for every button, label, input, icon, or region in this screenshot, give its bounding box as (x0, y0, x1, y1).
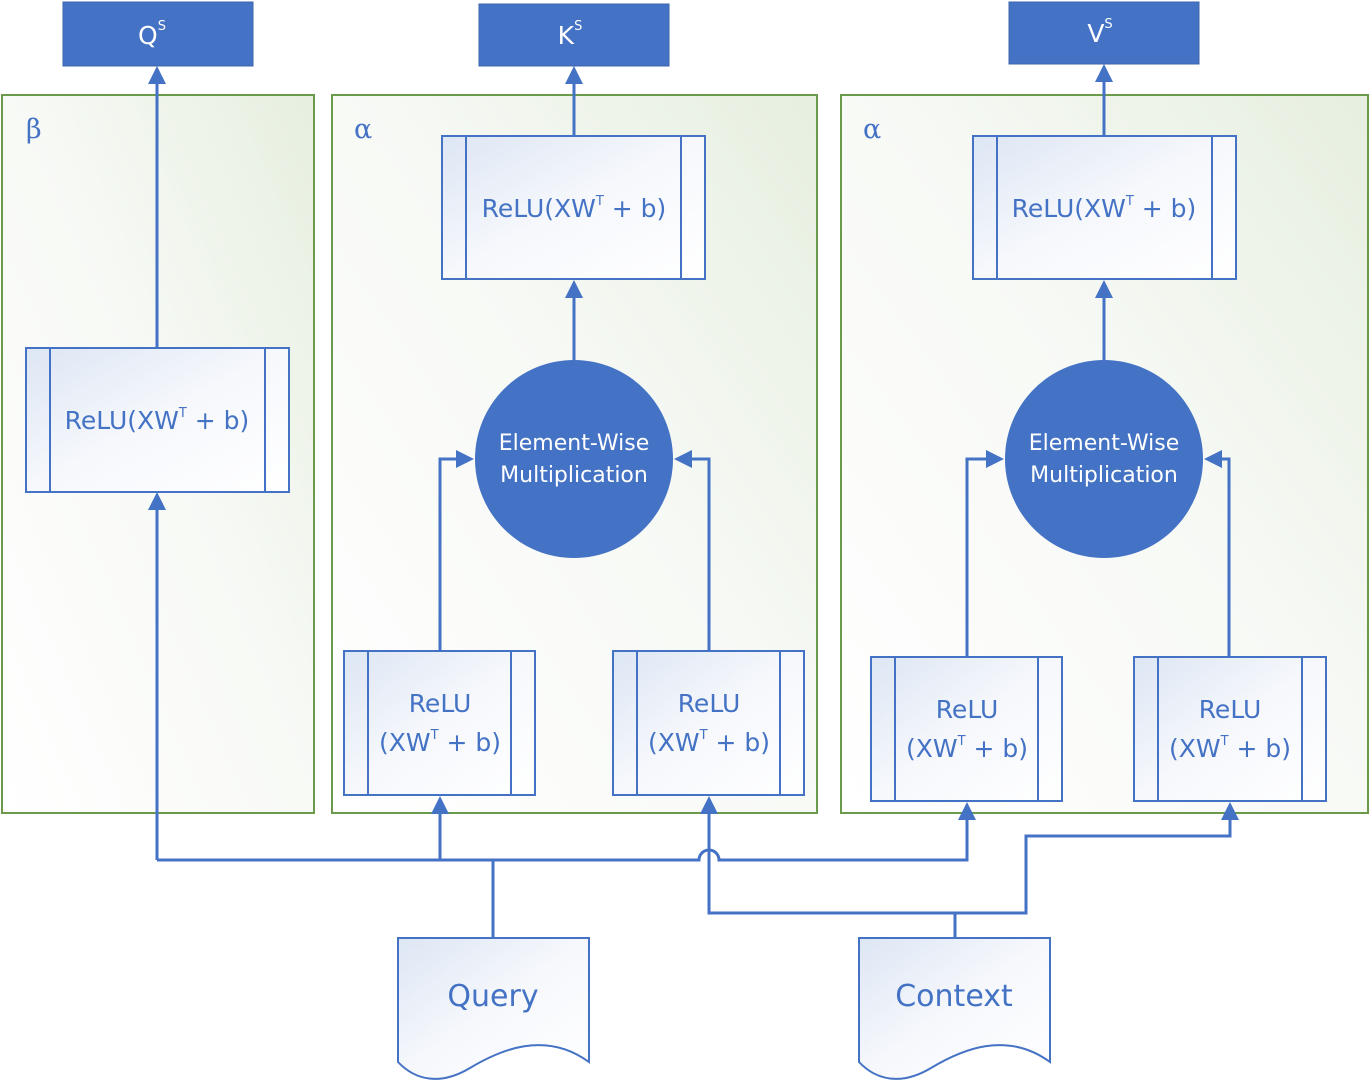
relu-block-k-query: ReLU (XWT + b) (343, 650, 536, 796)
panel-beta-symbol: β (26, 114, 42, 145)
output-q-label: QS (138, 19, 166, 50)
relu-block-q: ReLU(XWT + b) (25, 347, 290, 493)
input-context-label: Context (895, 979, 1013, 1014)
panel-alpha-middle-symbol: α (354, 114, 372, 145)
output-q-box: QS (62, 1, 254, 67)
multiply-node-v: Element-Wise Multiplication (1005, 360, 1203, 558)
relu-block-v-query: ReLU (XWT + b) (870, 656, 1063, 802)
input-query-label: Query (447, 979, 538, 1014)
relu-block-k: ReLU(XWT + b) (441, 135, 706, 280)
relu-block-v-context: ReLU (XWT + b) (1133, 656, 1327, 802)
arrow-heads (148, 64, 1239, 820)
multiply-node-k-line1: Element-Wise (499, 431, 650, 456)
relu-block-k-context-line1: ReLU (678, 689, 741, 718)
relu-block-v: ReLU(XWT + b) (972, 135, 1237, 280)
relu-block-v-query-line2: (XWT + b) (906, 734, 1028, 763)
relu-block-k-context-line2: (XWT + b) (648, 728, 770, 757)
input-query-document: Query (397, 937, 590, 1080)
multiply-node-v-line1: Element-Wise (1029, 431, 1180, 456)
output-k-box: KS (478, 3, 670, 67)
multiply-node-v-line2: Multiplication (1030, 463, 1178, 488)
panel-alpha-right-symbol: α (863, 114, 881, 145)
multiply-node-k: Element-Wise Multiplication (475, 360, 673, 558)
connectors (155, 80, 1232, 938)
relu-block-k-query-line1: ReLU (409, 689, 472, 718)
output-v-box: VS (1008, 1, 1200, 65)
relu-block-q-label: ReLU(XWT + b) (65, 406, 250, 435)
relu-block-v-context-line2: (XWT + b) (1169, 734, 1291, 763)
output-v-label: VS (1087, 17, 1112, 48)
input-context-document: Context (858, 937, 1051, 1080)
relu-block-k-context: ReLU (XWT + b) (612, 650, 805, 796)
output-k-label: KS (558, 19, 583, 50)
relu-block-v-query-line1: ReLU (936, 695, 999, 724)
relu-block-k-query-line2: (XWT + b) (379, 728, 501, 757)
multiply-node-k-line2: Multiplication (500, 463, 648, 488)
relu-block-v-label: ReLU(XWT + b) (1012, 194, 1197, 223)
relu-block-v-context-line1: ReLU (1199, 695, 1262, 724)
relu-block-k-label: ReLU(XWT + b) (482, 194, 667, 223)
